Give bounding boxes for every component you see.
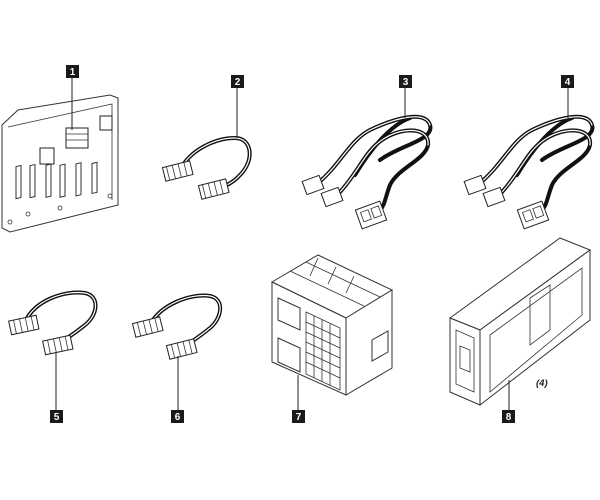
callout-label: 3 <box>403 77 409 88</box>
callout-8: 8 <box>502 410 515 423</box>
signal-cable-part-2 <box>161 135 252 200</box>
callout-3: 3 <box>399 75 412 88</box>
drive-filler-part-8 <box>448 237 592 407</box>
callout-2: 2 <box>231 75 244 88</box>
callout-6: 6 <box>171 410 184 423</box>
callout-label: 8 <box>506 412 512 423</box>
backplane-part <box>1 94 119 233</box>
callout-7: 7 <box>292 410 305 423</box>
callout-label: 5 <box>54 412 60 423</box>
callout-label: 2 <box>235 77 241 88</box>
cable-part-5 <box>8 290 98 356</box>
callout-5: 5 <box>50 410 63 423</box>
callout-label: 6 <box>175 412 181 423</box>
callout-label: 1 <box>70 67 76 78</box>
drive-cage-part-7 <box>270 254 394 396</box>
cable-part-6 <box>131 293 223 360</box>
vent-grid <box>305 311 341 391</box>
quantity-note: (4) <box>536 378 548 389</box>
splitter-cable-part-3 <box>301 114 433 230</box>
callout-1: 1 <box>66 65 79 78</box>
callout-label: 7 <box>296 412 302 423</box>
callout-4: 4 <box>561 75 574 88</box>
callout-label: 4 <box>565 77 571 88</box>
splitter-cable-part-4 <box>463 114 595 230</box>
